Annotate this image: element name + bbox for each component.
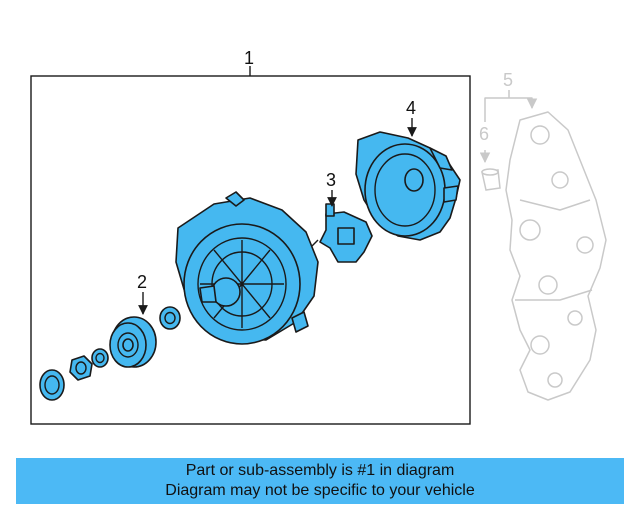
rear-cover[interactable] [355, 131, 461, 241]
banner-line-1: Part or sub-assembly is #1 in diagram [185, 462, 455, 479]
callout-4: 4 [406, 98, 416, 118]
spacer-washer[interactable] [159, 306, 181, 330]
mounting-bracket-ghost[interactable] [505, 111, 607, 401]
leader-5-6 [479, 90, 538, 164]
info-banner: Part or sub-assembly is #1 in diagram Di… [16, 458, 624, 504]
cap-ghost[interactable] [481, 168, 501, 191]
callout-2: 2 [137, 272, 147, 292]
pulley-nut[interactable] [69, 355, 93, 381]
voltage-regulator[interactable] [311, 203, 373, 263]
callout-1: 1 [244, 48, 254, 68]
parts-diagram: 5 6 1 4 3 [30, 48, 607, 425]
callout-6: 6 [479, 124, 489, 144]
alternator-body[interactable] [175, 191, 319, 345]
lock-washer[interactable] [91, 348, 109, 368]
callout-3: 3 [326, 170, 336, 190]
pulley-cap[interactable] [39, 369, 65, 401]
banner-line-2: Diagram may not be specific to your vehi… [165, 482, 475, 499]
callout-5: 5 [503, 70, 513, 90]
pulley[interactable] [109, 316, 157, 368]
